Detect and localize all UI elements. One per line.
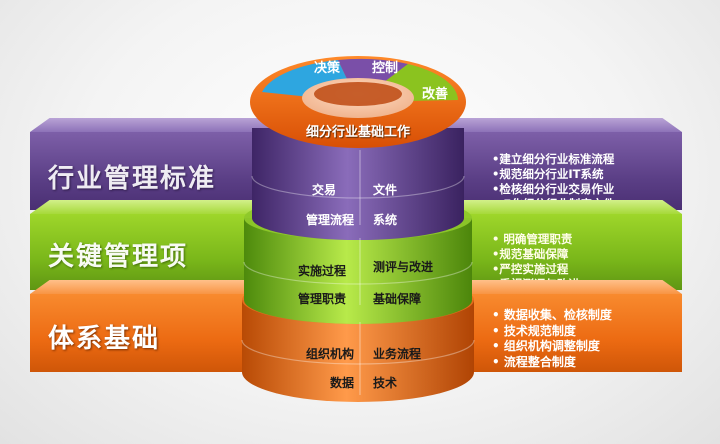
bullet-item: •建立细分行业标准流程 <box>492 152 615 166</box>
bullet-item: •检核细分行业交易作业 <box>492 182 615 196</box>
cylinder-cell: 管理职责 <box>298 292 347 306</box>
cylinder-cell: 文件 <box>373 183 398 197</box>
cylinder-cell: 业务流程 <box>373 347 422 361</box>
bullet-item: • 流程整合制度 <box>492 354 576 369</box>
band-title: 体系基础 <box>48 324 161 354</box>
band-title: 行业管理标准 <box>48 164 217 194</box>
cylinder-cell: 实施过程 <box>298 264 347 278</box>
bullet-list: • 数据收集、检核制度 • 技术规范制度 • 组织机构调整制度 • 流程整合制度 <box>492 308 612 370</box>
ring-label-improve: 改善 <box>422 87 449 102</box>
cylinder-grid-lines <box>241 175 475 365</box>
cylinder-cell: 基础保障 <box>373 292 422 306</box>
ring-label-control: 控制 <box>372 61 399 76</box>
cylinder-green-section <box>244 218 472 324</box>
ring-center-label: 细分行业基础工作 <box>305 125 410 140</box>
cylinder-cell: 技术 <box>373 376 398 390</box>
band-title: 关键管理项 <box>48 242 189 272</box>
cylinder-cell: 测评与改进 <box>373 260 434 274</box>
bullet-item: •规范基础保障 <box>492 247 569 261</box>
bullet-item: • 组织机构调整制度 <box>492 339 600 353</box>
cylinder-cell: 组织机构 <box>306 347 355 361</box>
cylinder-cell: 系统 <box>373 213 398 227</box>
bullet-item: •规范细分行业IT系统 <box>492 167 604 181</box>
ring-label-decision: 决策 <box>314 61 341 76</box>
cylinder-purple-section <box>252 128 464 240</box>
cylinder-orange-section <box>242 300 474 402</box>
bullet-item: • 明确管理职责 <box>492 232 573 246</box>
cylinder-cell: 数据 <box>330 376 355 390</box>
cylinder-cell: 管理流程 <box>306 213 355 227</box>
bullet-item: • 技术规范制度 <box>492 323 576 338</box>
ring-hole-shadow <box>314 82 402 106</box>
bullet-item: •严控实施过程 <box>492 262 569 276</box>
cylinder-cell: 交易 <box>312 183 337 197</box>
bullet-item: • 数据收集、检核制度 <box>492 308 612 322</box>
